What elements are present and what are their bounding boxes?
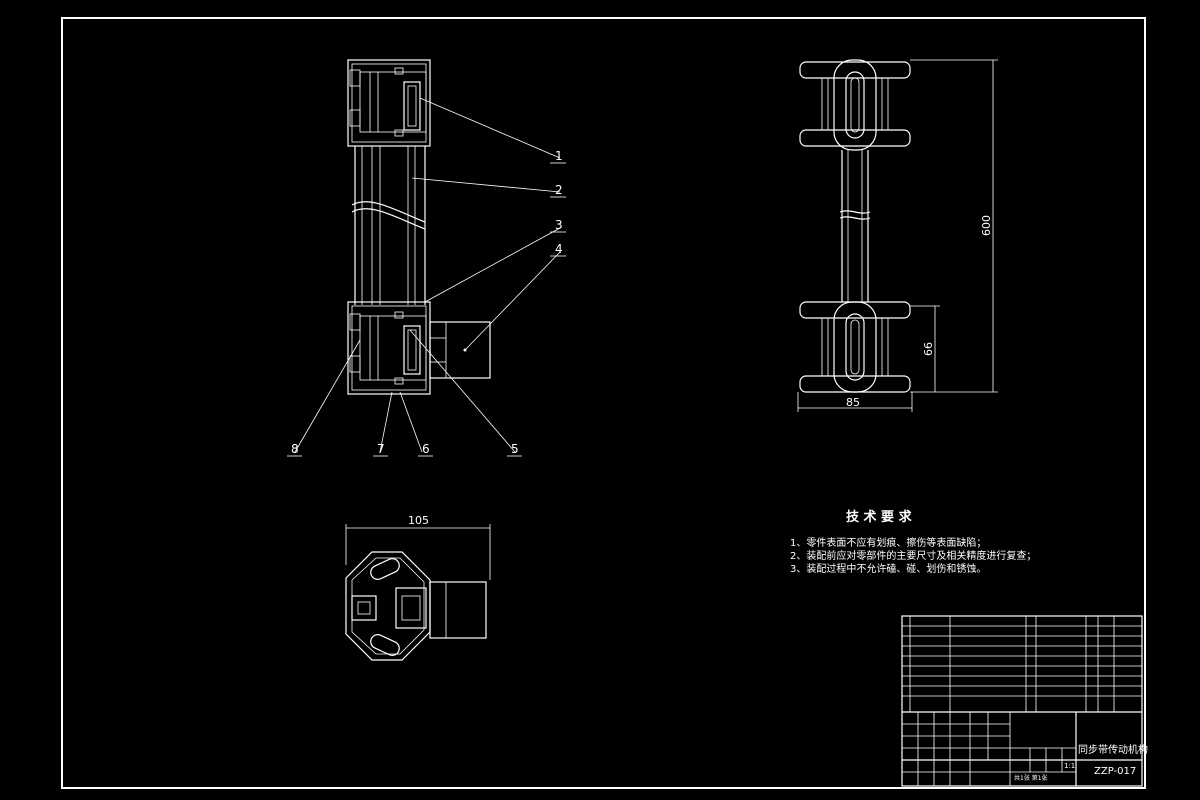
dim-85: 85 xyxy=(846,396,860,409)
balloon-5: 5 xyxy=(511,442,519,456)
top-view xyxy=(345,524,491,661)
balloon-7: 7 xyxy=(377,442,385,456)
title-block xyxy=(901,615,1143,787)
drawing-title: 同步带传动机构 xyxy=(1078,745,1148,756)
side-view xyxy=(797,59,998,412)
dim-600: 600 xyxy=(980,215,993,236)
front-view xyxy=(287,59,566,457)
drawing-number: ZZP-017 xyxy=(1094,766,1137,777)
drawing-frame xyxy=(61,17,1146,789)
balloon-8: 8 xyxy=(291,442,299,456)
sheet-count: 共1张 第1张 xyxy=(1014,775,1048,782)
dim-66: 66 xyxy=(922,342,935,356)
balloon-3: 3 xyxy=(555,218,563,232)
balloon-6: 6 xyxy=(422,442,430,456)
balloon-4: 4 xyxy=(555,242,563,256)
balloon-1: 1 xyxy=(555,149,563,163)
tech-requirement-2: 2、装配前应对零部件的主要尺寸及相关精度进行复查； xyxy=(790,551,1037,562)
balloon-2: 2 xyxy=(555,183,563,197)
scale-value: 1:1 xyxy=(1064,762,1076,770)
tech-requirement-1: 1、零件表面不应有划痕、擦伤等表面缺陷； xyxy=(790,538,987,549)
tech-requirement-3: 3、装配过程中不允许磕、碰、划伤和锈蚀。 xyxy=(790,564,987,575)
dim-105: 105 xyxy=(408,514,429,527)
tech-requirements-title: 技 术 要 求 xyxy=(846,510,912,525)
